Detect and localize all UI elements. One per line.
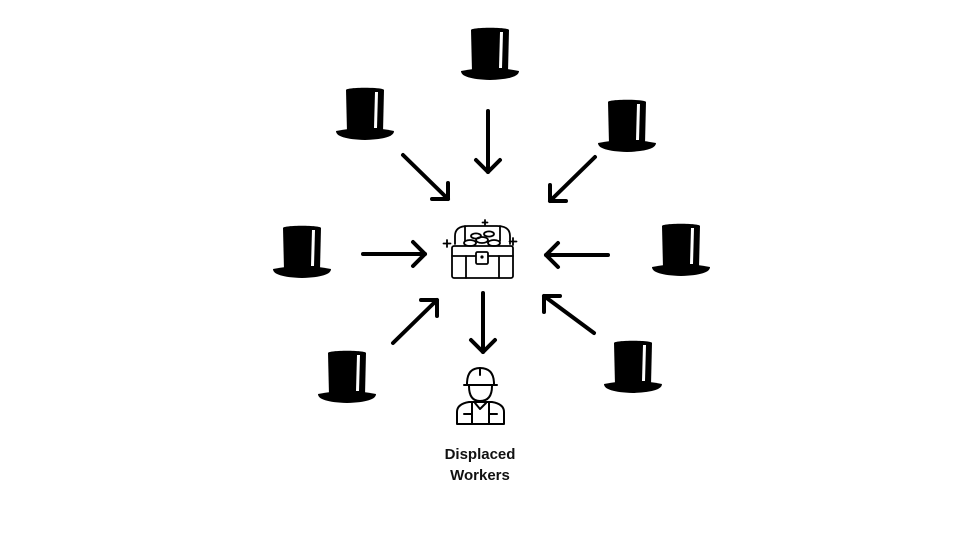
top-hat-icon [318,350,376,403]
top-hat-icon [604,340,662,393]
top-hat-icon [273,225,331,278]
top-hat-icon [652,223,710,276]
arrow-down [474,109,502,174]
arrow-to-workers [469,291,497,354]
caption-line-1: Displaced [444,446,516,463]
caption-line-2: Workers [450,467,510,484]
arrow-down-right [401,153,450,201]
top-hat-icon [336,87,394,140]
construction-worker-icon [456,367,505,425]
top-hat-icon [598,99,656,152]
treasure-chest-icon [442,219,518,279]
displaced-workers-label: Displaced Workers [420,444,540,486]
top-hat-icon [461,27,519,80]
arrow-left [544,241,610,269]
arrow-up-right [391,298,439,345]
arrow-up-left [542,294,596,335]
arrow-right [361,240,427,268]
arrow-down-left [548,155,597,203]
